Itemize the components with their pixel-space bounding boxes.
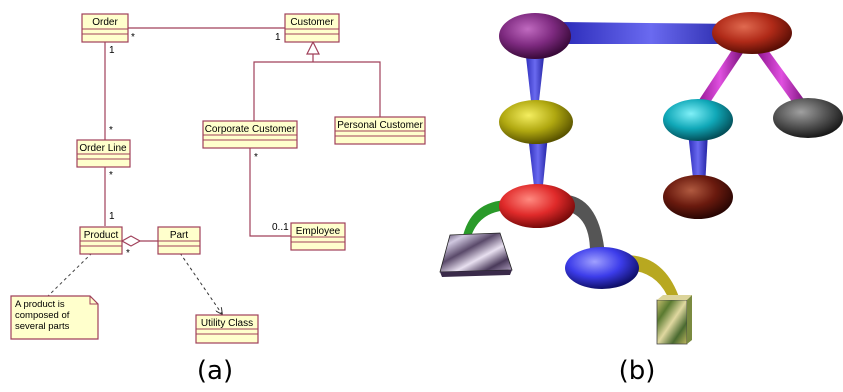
class-order-line: Order Line bbox=[76, 139, 131, 168]
node-gray bbox=[773, 98, 843, 138]
node-dark-red bbox=[712, 12, 792, 54]
note: A product is composed of several parts bbox=[10, 295, 99, 340]
edge-topleft-yellow bbox=[525, 48, 545, 110]
edge-yellow-red bbox=[528, 135, 548, 195]
class-part: Part bbox=[157, 226, 201, 255]
texture-box-2 bbox=[656, 295, 692, 345]
node-blue bbox=[565, 247, 639, 289]
mult-orderline-product-line: * bbox=[109, 170, 113, 181]
aggregation-diamond-icon bbox=[120, 235, 142, 247]
mult-order-orderline-line: * bbox=[109, 125, 113, 136]
class-employee-label: Employee bbox=[296, 226, 341, 237]
texture-box-1 bbox=[439, 232, 513, 277]
note-link bbox=[47, 252, 93, 297]
mult-corporate-employee-employee: 0..1 bbox=[272, 222, 289, 233]
class-corporate-customer-label: Corporate Customer bbox=[205, 124, 296, 135]
edge-topleft-topright bbox=[560, 22, 742, 44]
mult-product-part: * bbox=[126, 248, 130, 259]
mult-orderline-product-product: 1 bbox=[109, 211, 115, 222]
class-product: Product bbox=[79, 226, 123, 255]
edge-topright-cyan bbox=[695, 50, 745, 110]
class-order: Order bbox=[81, 13, 129, 43]
class-customer-label: Customer bbox=[290, 17, 334, 28]
class-utility-class: Utility Class bbox=[195, 314, 259, 344]
mult-corporate-employee-corporate: * bbox=[254, 152, 258, 163]
assoc-corporate-employee bbox=[249, 147, 291, 237]
caption-b: (b) bbox=[618, 356, 656, 386]
class-personal-customer-label: Personal Customer bbox=[337, 120, 423, 131]
class-part-label: Part bbox=[170, 230, 189, 241]
caption-a: (a) bbox=[196, 356, 234, 386]
class-order-line-label: Order Line bbox=[79, 143, 127, 154]
dependency-part-utility bbox=[179, 252, 222, 314]
edge-topright-gray bbox=[755, 50, 808, 110]
node-cyan bbox=[663, 99, 733, 141]
class-order-label: Order bbox=[92, 17, 118, 28]
node-yellow bbox=[499, 100, 573, 144]
generalization-triangle-icon bbox=[306, 40, 320, 55]
3d-graph-rendering bbox=[439, 12, 843, 345]
uml-class-diagram: Order Customer Order Line Corporate Cust… bbox=[10, 13, 426, 344]
edge-red-texture1 bbox=[462, 200, 512, 240]
class-corporate-customer: Corporate Customer bbox=[202, 120, 298, 149]
note-line-3: several parts bbox=[15, 321, 70, 332]
note-line-2: composed of bbox=[15, 310, 70, 321]
mult-order-customer-order: * bbox=[131, 32, 135, 43]
class-employee: Employee bbox=[290, 222, 346, 251]
mult-order-orderline-order: 1 bbox=[109, 45, 115, 56]
node-maroon bbox=[663, 175, 733, 219]
class-customer: Customer bbox=[284, 13, 340, 43]
mult-order-customer-customer: 1 bbox=[275, 32, 281, 43]
note-line-1: A product is bbox=[15, 299, 65, 310]
class-personal-customer: Personal Customer bbox=[334, 116, 426, 145]
node-red bbox=[499, 184, 575, 228]
edge-cyan-maroon bbox=[688, 132, 708, 188]
generalization-branch bbox=[253, 61, 381, 121]
node-purple bbox=[499, 13, 571, 59]
class-product-label: Product bbox=[84, 230, 119, 241]
class-utility-class-label: Utility Class bbox=[201, 318, 253, 329]
